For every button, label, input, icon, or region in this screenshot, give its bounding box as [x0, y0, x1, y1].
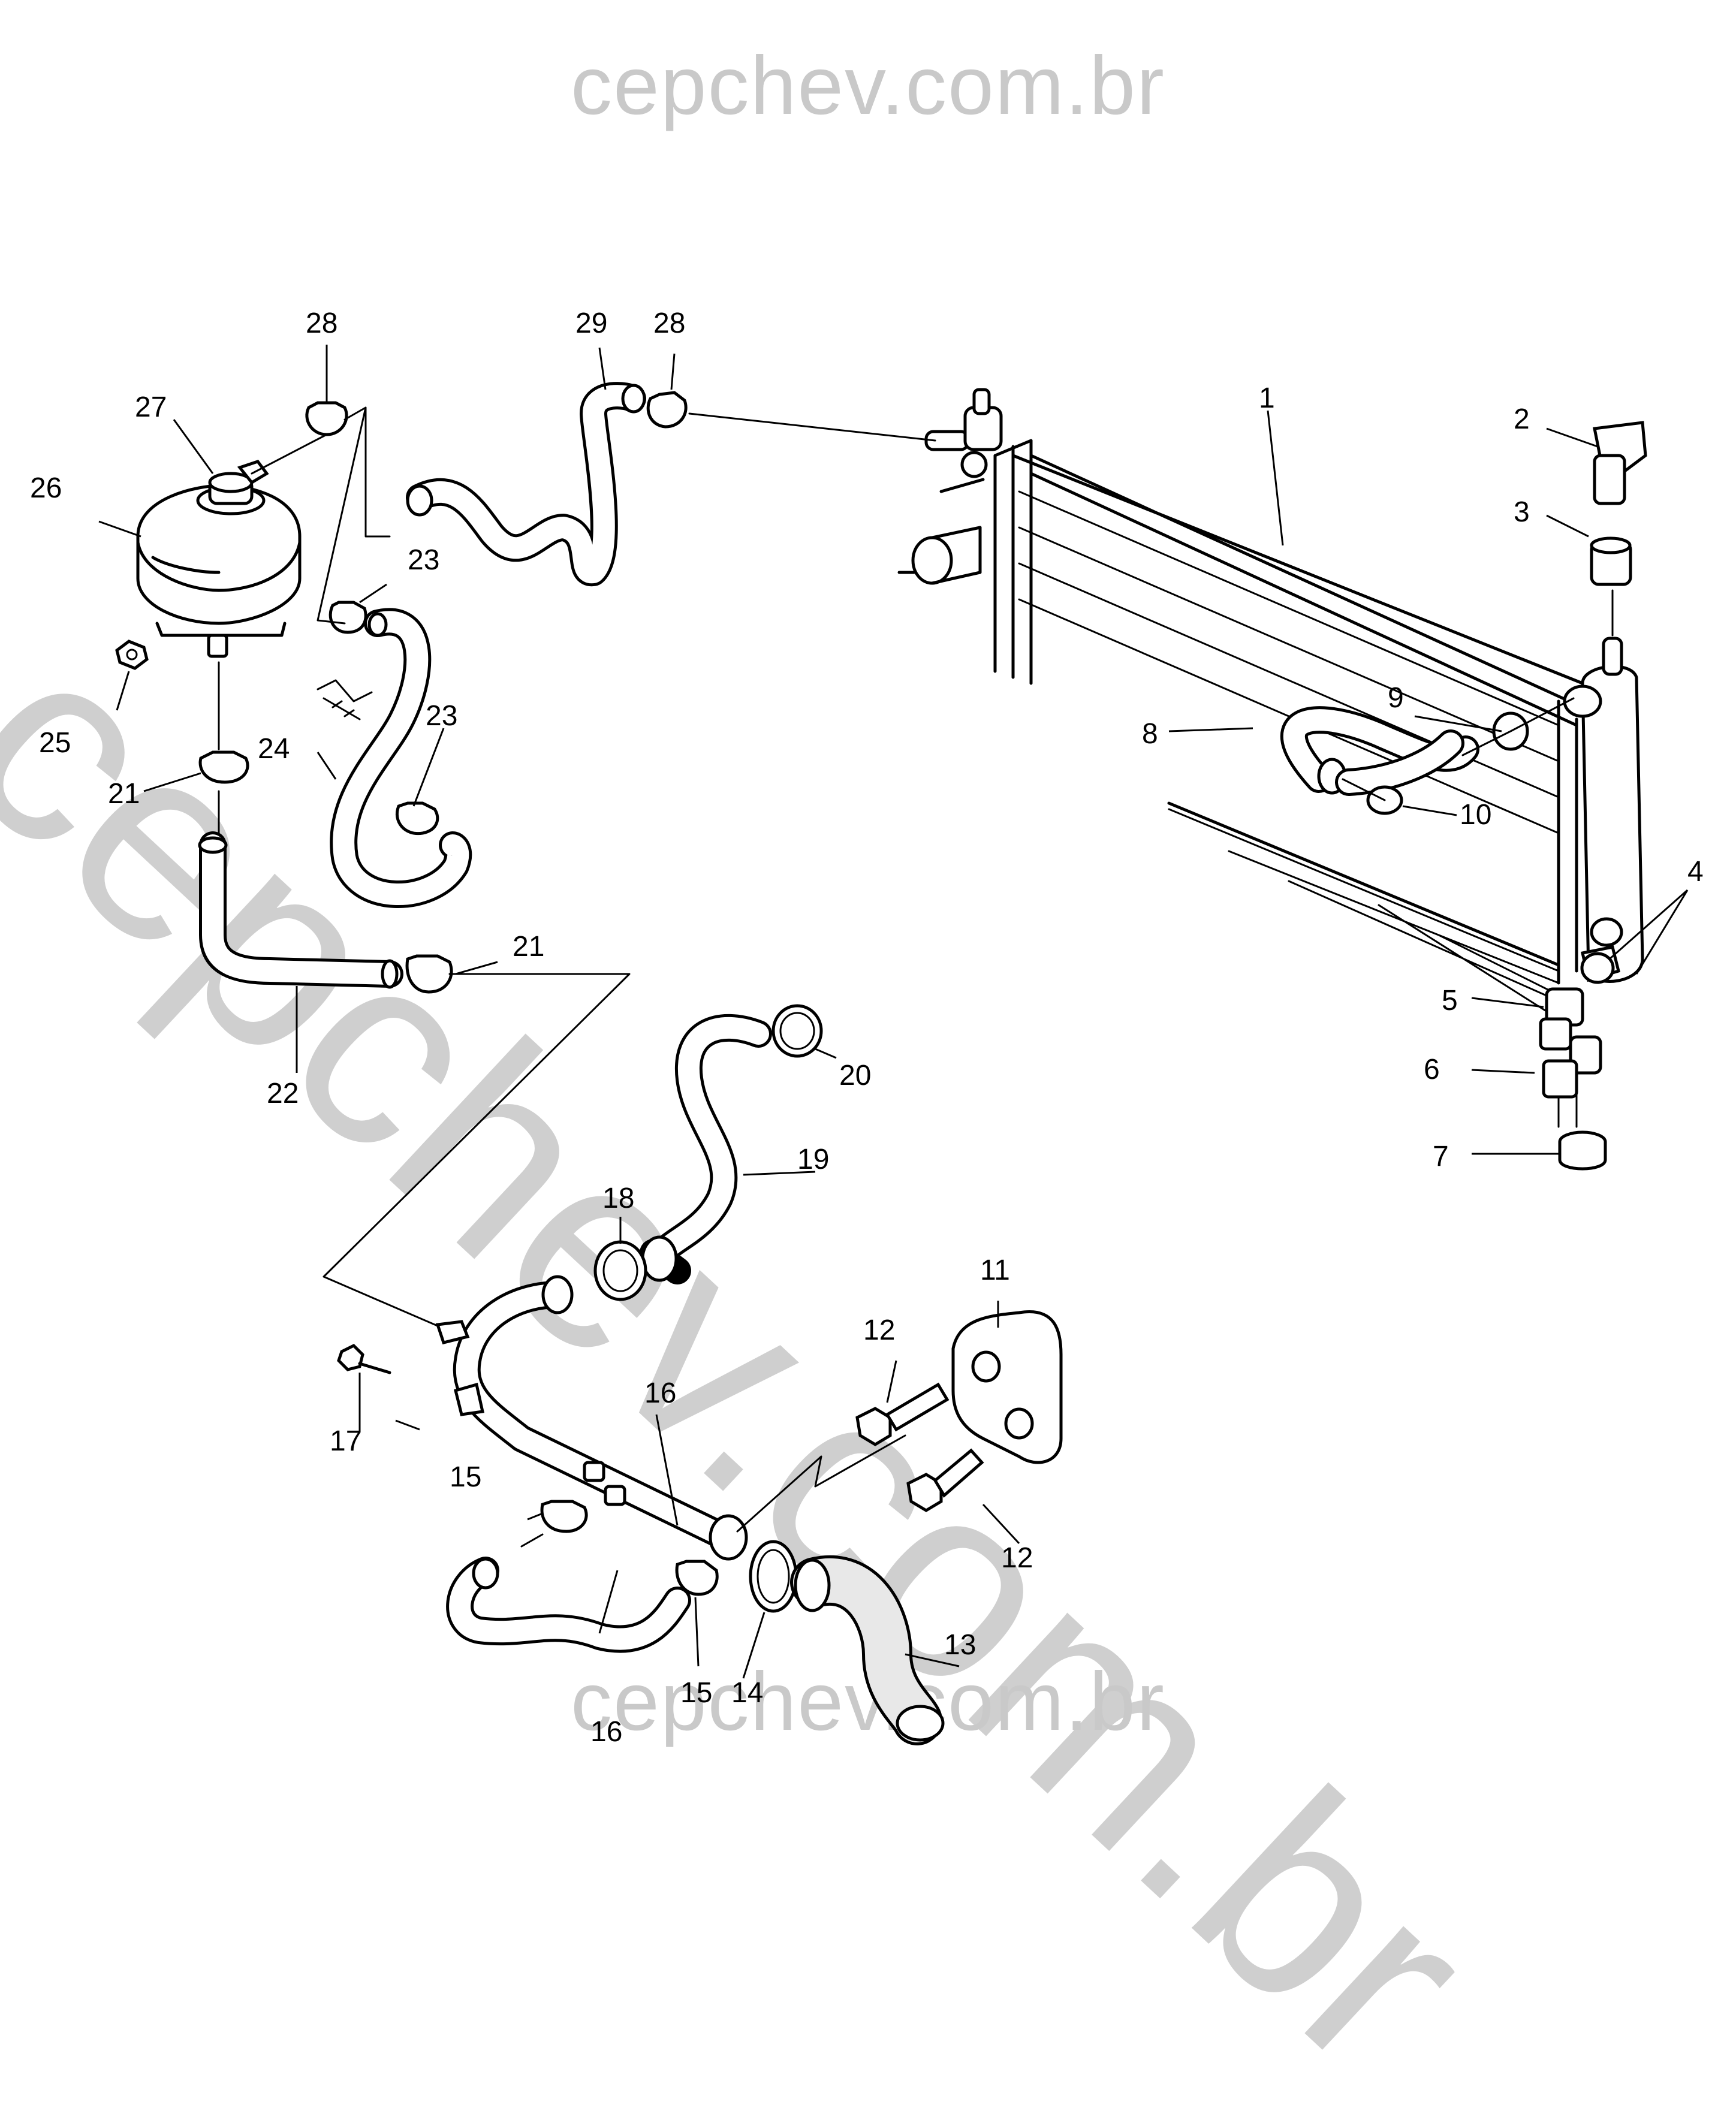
- hose-16-lower: [446, 1557, 691, 1653]
- clamp-21-lower: [405, 954, 453, 994]
- callout-23-lower: 23: [426, 700, 457, 732]
- clamp-15-lower: [675, 1560, 719, 1596]
- callout-23-upper: 23: [408, 544, 439, 576]
- expansion-tank: [136, 460, 302, 658]
- callout-13: 13: [944, 1629, 976, 1661]
- callout-4: 4: [1687, 856, 1704, 888]
- drain-fittings: [1539, 952, 1615, 1171]
- exploded-view-drawing: 1 2 3 4 5 6 7 8 9 10 11 12 12 13 14 15 1…: [30, 307, 1704, 1748]
- callout-15-lower: 15: [680, 1677, 712, 1709]
- hose-8: [1280, 706, 1479, 796]
- hose-22: [198, 831, 403, 989]
- callout-2: 2: [1514, 403, 1530, 435]
- callout-7: 7: [1433, 1141, 1449, 1172]
- callout-14: 14: [731, 1677, 763, 1709]
- callout-26: 26: [30, 472, 62, 504]
- callout-9: 9: [1388, 682, 1404, 714]
- callout-16-lower: 16: [590, 1716, 622, 1748]
- plug: [1590, 536, 1632, 586]
- hose-19: [640, 1014, 772, 1284]
- clamp-28-right: [646, 391, 688, 429]
- callout-28-right: 28: [653, 307, 685, 339]
- hose-13: [790, 1555, 945, 1745]
- hose-29: [406, 382, 646, 587]
- clamp-28-left: [305, 401, 348, 436]
- clamp-23-lower: [395, 801, 439, 836]
- callout-28-left: 28: [306, 307, 337, 339]
- clamp-15-upper: [540, 1500, 588, 1533]
- callout-29: 29: [575, 307, 607, 339]
- callout-12-lower: 12: [1001, 1542, 1033, 1574]
- callout-11: 11: [980, 1255, 1010, 1286]
- callout-15-upper: 15: [450, 1461, 481, 1493]
- clamp-23-upper: [328, 601, 367, 634]
- callout-18: 18: [602, 1183, 634, 1214]
- bolt-17: [337, 1343, 391, 1374]
- callout-24: 24: [258, 733, 290, 765]
- callout-20: 20: [839, 1060, 871, 1091]
- callout-10: 10: [1460, 799, 1491, 831]
- housing-11: [951, 1310, 1063, 1464]
- filler-cap: [1593, 421, 1647, 505]
- callout-8: 8: [1142, 718, 1158, 750]
- callout-17: 17: [330, 1425, 361, 1457]
- callout-21-upper: 21: [108, 778, 140, 810]
- watermark-top: cepchev.com.br: [571, 40, 1165, 132]
- bolt-12-upper: [855, 1382, 950, 1446]
- hose-24: [330, 608, 472, 908]
- callout-21-lower: 21: [513, 931, 544, 963]
- callout-19: 19: [797, 1144, 829, 1175]
- callout-22: 22: [267, 1078, 299, 1109]
- callout-1: 1: [1259, 382, 1275, 414]
- callout-25: 25: [39, 727, 71, 759]
- callout-5: 5: [1442, 985, 1458, 1017]
- callout-16-upper: 16: [644, 1377, 676, 1409]
- callout-27: 27: [135, 391, 167, 423]
- clamp-21-upper: [198, 750, 249, 784]
- bolt-12-lower: [906, 1448, 984, 1512]
- callout-12-upper: 12: [863, 1314, 895, 1346]
- nut-25: [115, 640, 149, 670]
- callout-6: 6: [1424, 1054, 1440, 1085]
- leader-lines: [98, 345, 1689, 1679]
- parts-diagram: cepchev.com.br cepchev.com.br cepchev.co…: [0, 40, 1704, 2126]
- callout-labels: 1 2 3 4 5 6 7 8 9 10 11 12 12 13 14 15 1…: [30, 307, 1704, 1748]
- callout-3: 3: [1514, 496, 1530, 528]
- pipe-16: [435, 1275, 748, 1561]
- radiator: [897, 388, 1644, 1020]
